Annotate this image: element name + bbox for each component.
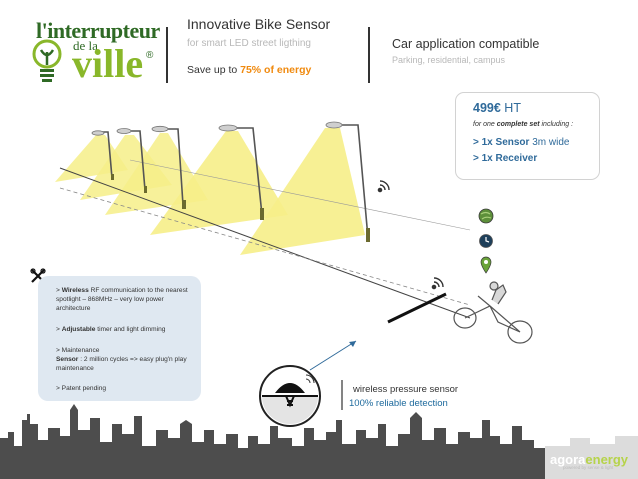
price-note-suffix: including : — [539, 121, 574, 128]
price-item-receiver: > 1x Receiver — [473, 153, 537, 164]
savings-prefix: Save up to — [187, 64, 241, 76]
feature-adjustable: > Adjustable timer and light dimming — [56, 325, 198, 334]
price-note-bold: complete set — [496, 121, 540, 128]
header-title: Innovative Bike Sensor — [187, 16, 331, 32]
feature-sensor-cycles: Sensor : 2 million cycles => easy plug'n… — [56, 355, 198, 373]
footer-tagline: powered by sense & light — [563, 465, 614, 470]
feature-wireless-rest: RF communication to the nearest spotligh… — [56, 287, 188, 312]
road-line-1 — [59, 167, 471, 319]
lamp-head-2 — [116, 128, 132, 134]
lamp-head-5 — [325, 121, 343, 129]
price-panel: 499€ HT for one complete set including :… — [455, 92, 600, 180]
sensor-cross-section — [259, 365, 321, 427]
price-note-prefix: for one — [473, 121, 497, 128]
lamp-base-2 — [144, 186, 147, 193]
wireless-signal-icon — [431, 277, 444, 290]
feature-sensor-bold: Sensor — [56, 356, 79, 363]
location-pin-icon[interactable] — [480, 256, 492, 274]
compat-subtitle: Parking, residential, campus — [392, 55, 506, 65]
sensor-strip — [387, 292, 447, 324]
clock-icon[interactable] — [478, 233, 494, 249]
feature-adjustable-rest: timer and light dimming — [95, 326, 166, 333]
feature-patent: > Patent pending — [56, 385, 107, 392]
lamp-base-3 — [182, 200, 186, 209]
price-amount: 499€ HT — [473, 101, 521, 115]
feature-adjustable-prefix: > — [56, 326, 62, 333]
lamp-head-1 — [91, 130, 105, 136]
logo-line2: de la — [73, 38, 98, 53]
brand-logo: l'interrupteur de la ville ® — [14, 10, 164, 92]
road-line-3 — [129, 159, 471, 231]
footer-brand: agoraenergy — [550, 452, 628, 467]
feature-wireless-prefix: > — [56, 287, 62, 294]
price-suffix: HT — [500, 101, 521, 115]
lightbulb-icon — [32, 39, 62, 82]
globe-icon[interactable] — [478, 208, 494, 224]
lamp-base-4 — [260, 208, 264, 220]
feature-adjustable-bold: Adjustable — [61, 326, 96, 333]
compat-title: Car application compatible — [392, 37, 540, 51]
lamp-base-1 — [111, 174, 114, 180]
header-divider-2 — [368, 27, 370, 83]
lamp-base-5 — [366, 228, 370, 242]
price-item-sensor: > 1x Sensor 3m wide — [473, 137, 569, 148]
cyclist-illustration — [453, 281, 533, 344]
city-skyline-faded — [545, 436, 638, 479]
feature-sensor-rest: : 2 million cycles => easy plug'n play m… — [56, 356, 187, 372]
price-item-receiver-bold: > 1x Receiver — [473, 153, 538, 164]
price-note: for one complete set including : — [473, 121, 573, 128]
callout-arrowhead — [349, 341, 356, 347]
feature-wireless-bold: Wireless — [61, 287, 89, 294]
logo-line1: l'interrupteur — [36, 18, 160, 43]
wireless-signal-icon — [377, 180, 390, 193]
header-savings: Save up to 75% of energy — [187, 64, 311, 76]
header-subtitle: for smart LED street ligthing — [187, 38, 311, 49]
logo-registered-mark: ® — [146, 50, 154, 61]
savings-highlight: 75% of energy — [240, 64, 312, 76]
lamp-head-3 — [151, 125, 169, 133]
feature-maintenance: > Maintenance — [56, 347, 100, 354]
footer-brand-b: energy — [585, 452, 629, 467]
light-beam-5 — [240, 128, 365, 255]
price-item-sensor-rest: 3m wide — [529, 137, 570, 148]
sensor-title: wireless pressure sensor — [353, 384, 459, 395]
feature-wireless: > Wireless RF communication to the neare… — [56, 286, 198, 313]
footer-brand-a: agora — [550, 452, 586, 467]
callout-line — [309, 340, 357, 371]
city-skyline — [0, 404, 545, 479]
features-panel: > Wireless RF communication to the neare… — [38, 276, 201, 401]
price-value: 499€ — [473, 101, 501, 115]
logo-line3: ville — [72, 41, 144, 86]
header-divider-1 — [166, 27, 168, 83]
sensor-subtitle: 100% reliable detection — [349, 398, 448, 409]
lamp-head-4 — [218, 124, 238, 132]
price-item-sensor-bold: > 1x Sensor — [473, 137, 530, 148]
road-line-2 — [59, 187, 471, 306]
